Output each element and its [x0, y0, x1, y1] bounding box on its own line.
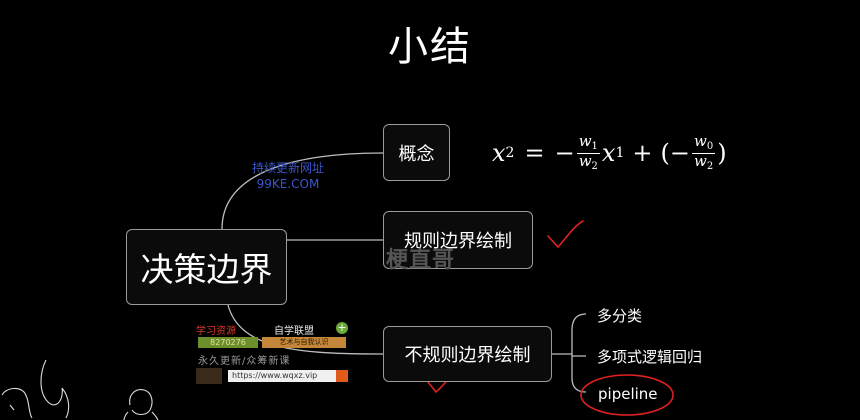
formula-lhs-var: x [492, 139, 506, 167]
frac2-den-var: w [693, 151, 707, 170]
leaf-multiclass: 多分类 [597, 307, 643, 325]
frac2-num-var: w [693, 132, 707, 150]
formula-fraction-1: w1 w2 [576, 132, 600, 172]
branch-node-irregular-boundary: 不规则边界绘制 [383, 326, 552, 382]
banner-code: 8270276 [198, 337, 258, 348]
root-node-label: 决策边界 [140, 250, 273, 289]
leaf-polynomial-logistic-regression: 多项式逻辑回归 [597, 348, 703, 366]
branch-label-irregular-boundary: 不规则边界绘制 [404, 345, 531, 366]
slide-title: 小结 [388, 24, 472, 70]
formula-neg: − [554, 139, 575, 167]
frac2-num-sub: 0 [706, 141, 714, 152]
banner-qr-icon [196, 368, 222, 384]
doodle-left [1, 359, 70, 419]
checkmark-regular [547, 220, 584, 249]
formula-rparen: ) [717, 139, 727, 167]
banner-text-1: 学习资源 [196, 326, 236, 337]
branch-node-regular-boundary: 规则边界绘制 [383, 211, 533, 269]
connector-leaf-bracket [552, 313, 587, 393]
banner-url: https://www.wqxz.vip [228, 370, 344, 382]
banner-text-3: 永久更新/众筹新课 [198, 356, 291, 367]
formula-neg2: − [669, 139, 690, 167]
watermark-blue: 持续更新网址 99KE.COM [238, 160, 338, 192]
frac1-den-var: w [578, 151, 592, 170]
watermark-gray: 梗直哥 [386, 248, 456, 273]
watermark-blue-line2: 99KE.COM [256, 177, 320, 191]
formula-lhs-sub: 2 [505, 145, 515, 161]
doodles [1, 359, 159, 420]
frac1-den-sub: 2 [591, 160, 598, 172]
branch-label-regular-boundary: 规则边界绘制 [404, 231, 512, 252]
formula-x1-var: x [601, 139, 616, 167]
formula-equals: = [524, 139, 545, 167]
banner-sub: 艺术与自我认识 [262, 337, 346, 348]
formula-plus: + [632, 139, 653, 167]
formula-lparen: ( [660, 139, 670, 167]
plus-icon: + [336, 321, 348, 334]
root-node: 决策边界 [126, 229, 287, 305]
frac1-num-var: w [578, 132, 592, 150]
frac1-num-sub: 1 [591, 141, 598, 152]
formula-x1-sub: 1 [615, 145, 625, 161]
doodle-figure [123, 389, 159, 420]
watermark-blue-line1: 持续更新网址 [251, 161, 324, 175]
leaf-pipeline: pipeline [598, 385, 658, 403]
branch-node-concept: 概念 [383, 124, 450, 181]
banner-search-icon [336, 370, 348, 382]
banner-text-2: 自学联盟 [274, 326, 314, 337]
connector-root-concept [221, 152, 384, 230]
branch-label-concept: 概念 [398, 143, 435, 165]
circle-pipeline [580, 374, 674, 416]
frac2-den-sub: 2 [706, 160, 714, 172]
watermark-banner: 学习资源 自学联盟 + 8270276 艺术与自我认识 永久更新/众筹新课 ht… [196, 322, 352, 386]
formula-fraction-2: w0 w2 [691, 132, 716, 172]
